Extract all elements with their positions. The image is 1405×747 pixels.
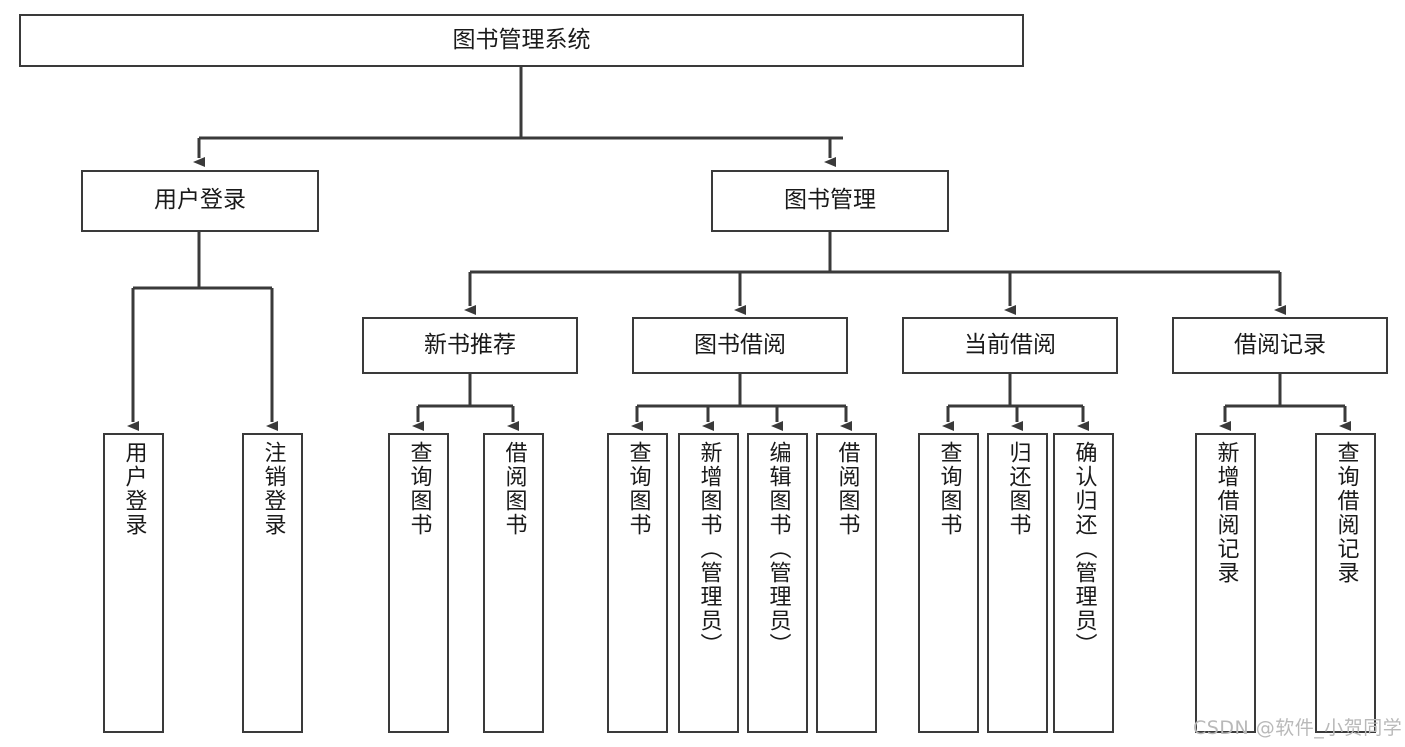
node-leaf-query-book-1-label: 查询图书	[406, 441, 432, 537]
node-current-borrow-label: 当前借阅	[964, 331, 1056, 358]
node-leaf-add-book-label: 新增图书（管理员）	[696, 441, 722, 657]
node-borrow-record[interactable]: 借阅记录	[1172, 317, 1388, 374]
node-user-login[interactable]: 用户登录	[81, 170, 319, 232]
node-leaf-confirm-return[interactable]: 确认归还（管理员）	[1053, 433, 1114, 733]
node-leaf-logout-label: 注销登录	[260, 441, 286, 537]
node-leaf-confirm-return-label: 确认归还（管理员）	[1071, 441, 1097, 657]
node-leaf-return-book-label: 归还图书	[1005, 441, 1031, 537]
node-leaf-query-record-label: 查询借阅记录	[1333, 441, 1359, 585]
watermark-text: CSDN @软件_小贺同学	[1193, 717, 1403, 739]
node-leaf-user-login-label: 用户登录	[121, 441, 147, 537]
node-new-book-recommend[interactable]: 新书推荐	[362, 317, 578, 374]
node-current-borrow[interactable]: 当前借阅	[902, 317, 1118, 374]
node-leaf-query-book-3[interactable]: 查询图书	[918, 433, 979, 733]
node-borrow-record-label: 借阅记录	[1234, 331, 1326, 358]
node-leaf-user-login[interactable]: 用户登录	[103, 433, 164, 733]
node-leaf-borrow-book-2-label: 借阅图书	[834, 441, 860, 537]
node-book-manage[interactable]: 图书管理	[711, 170, 949, 232]
node-leaf-borrow-book-1[interactable]: 借阅图书	[483, 433, 544, 733]
node-leaf-borrow-book-1-label: 借阅图书	[501, 441, 527, 537]
node-leaf-edit-book[interactable]: 编辑图书（管理员）	[747, 433, 808, 733]
node-leaf-logout[interactable]: 注销登录	[242, 433, 303, 733]
node-leaf-query-book-1[interactable]: 查询图书	[388, 433, 449, 733]
node-leaf-query-record[interactable]: 查询借阅记录	[1315, 433, 1376, 733]
node-book-borrow[interactable]: 图书借阅	[632, 317, 848, 374]
node-leaf-query-book-2-label: 查询图书	[625, 441, 651, 537]
node-leaf-query-book-3-label: 查询图书	[936, 441, 962, 537]
node-leaf-borrow-book-2[interactable]: 借阅图书	[816, 433, 877, 733]
node-leaf-edit-book-label: 编辑图书（管理员）	[765, 441, 791, 657]
node-book-manage-label: 图书管理	[784, 187, 876, 214]
node-leaf-add-book[interactable]: 新增图书（管理员）	[678, 433, 739, 733]
node-leaf-query-book-2[interactable]: 查询图书	[607, 433, 668, 733]
node-root[interactable]: 图书管理系统	[19, 14, 1024, 67]
node-leaf-return-book[interactable]: 归还图书	[987, 433, 1048, 733]
node-leaf-add-record-label: 新增借阅记录	[1213, 441, 1239, 585]
node-leaf-add-record[interactable]: 新增借阅记录	[1195, 433, 1256, 733]
node-user-login-label: 用户登录	[154, 187, 246, 214]
node-new-book-recommend-label: 新书推荐	[424, 331, 516, 358]
node-root-label: 图书管理系统	[452, 26, 591, 53]
node-book-borrow-label: 图书借阅	[694, 331, 786, 358]
